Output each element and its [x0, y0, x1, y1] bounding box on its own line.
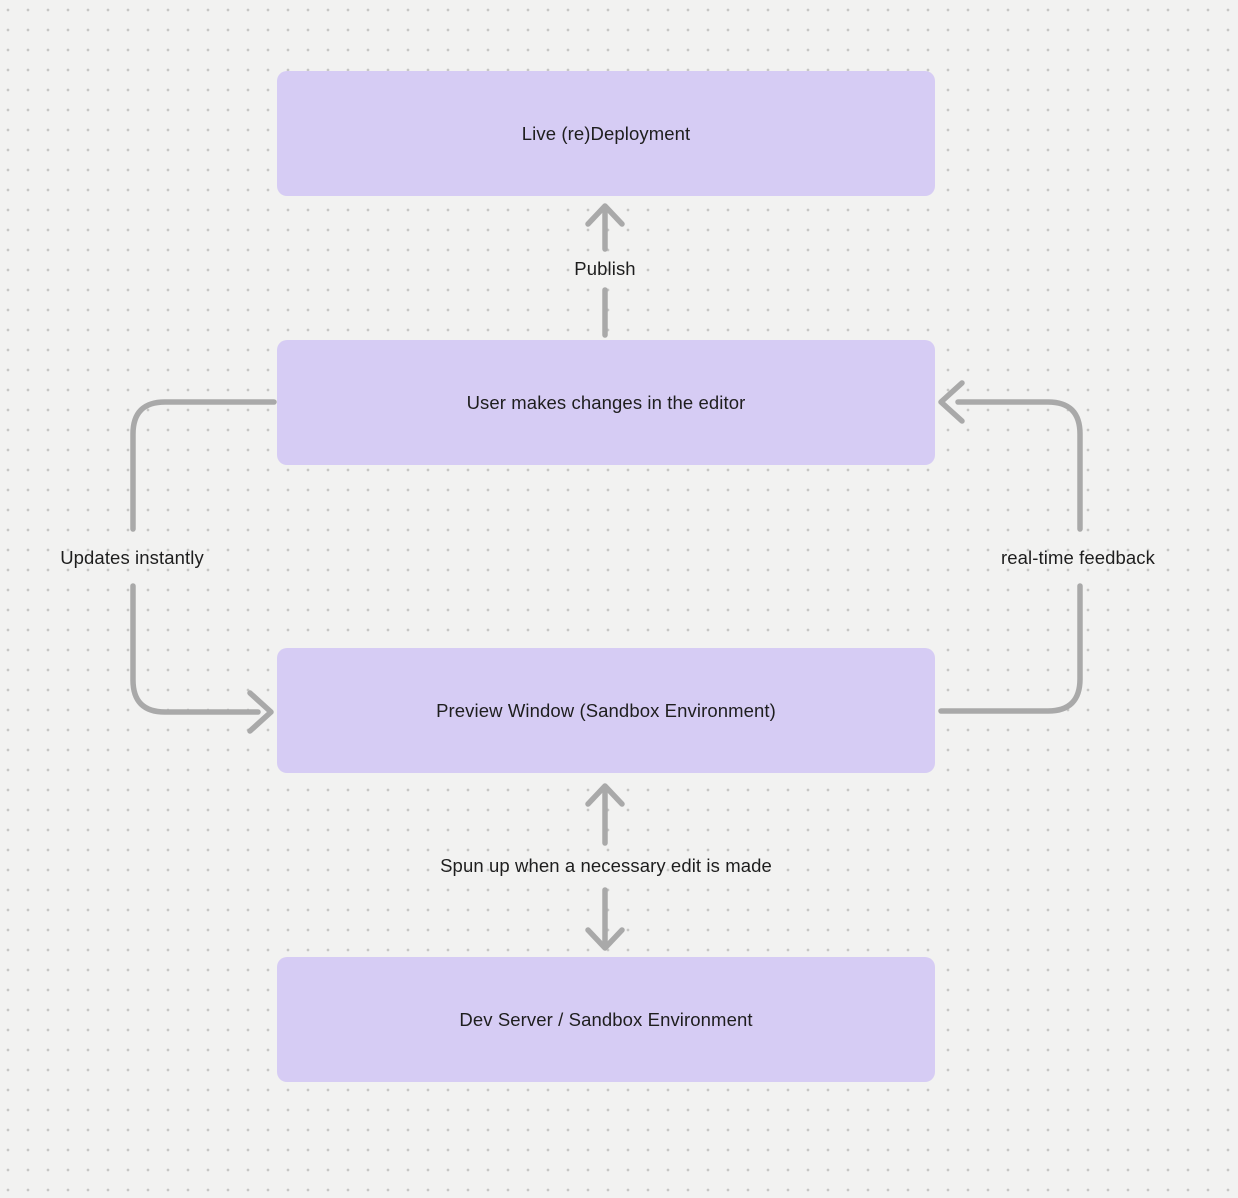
node-editor-label: User makes changes in the editor — [466, 391, 746, 413]
arrowhead-up-icon — [585, 203, 625, 227]
edge-label-real-time-feedback: real-time feedback — [1001, 547, 1155, 568]
edge-publish-arrow — [585, 203, 625, 338]
arrowhead-up-icon — [585, 783, 625, 807]
edge-label-updates-instantly: Updates instantly — [60, 547, 204, 568]
node-editor[interactable]: User makes changes in the editor — [277, 340, 935, 465]
edge-label-publish: Publish — [574, 258, 636, 279]
edge-feedback-arrow — [938, 380, 1083, 714]
node-preview-window[interactable]: Preview Window (Sandbox Environment) — [277, 648, 935, 773]
arrowhead-left-icon — [938, 380, 965, 424]
arrowhead-down-icon — [585, 927, 625, 951]
node-live-deployment-label: Live (re)Deployment — [521, 122, 691, 144]
node-preview-window-label: Preview Window (Sandbox Environment) — [436, 699, 776, 721]
edge-spunup-arrow — [585, 783, 625, 951]
edge-updates-arrow — [130, 399, 277, 734]
arrowhead-right-icon — [247, 690, 274, 734]
node-live-deployment[interactable]: Live (re)Deployment — [277, 71, 935, 196]
node-dev-server-label: Dev Server / Sandbox Environment — [459, 1008, 753, 1030]
edge-label-spun-up: Spun up when a necessary edit is made — [440, 855, 772, 876]
node-dev-server[interactable]: Dev Server / Sandbox Environment — [277, 957, 935, 1082]
